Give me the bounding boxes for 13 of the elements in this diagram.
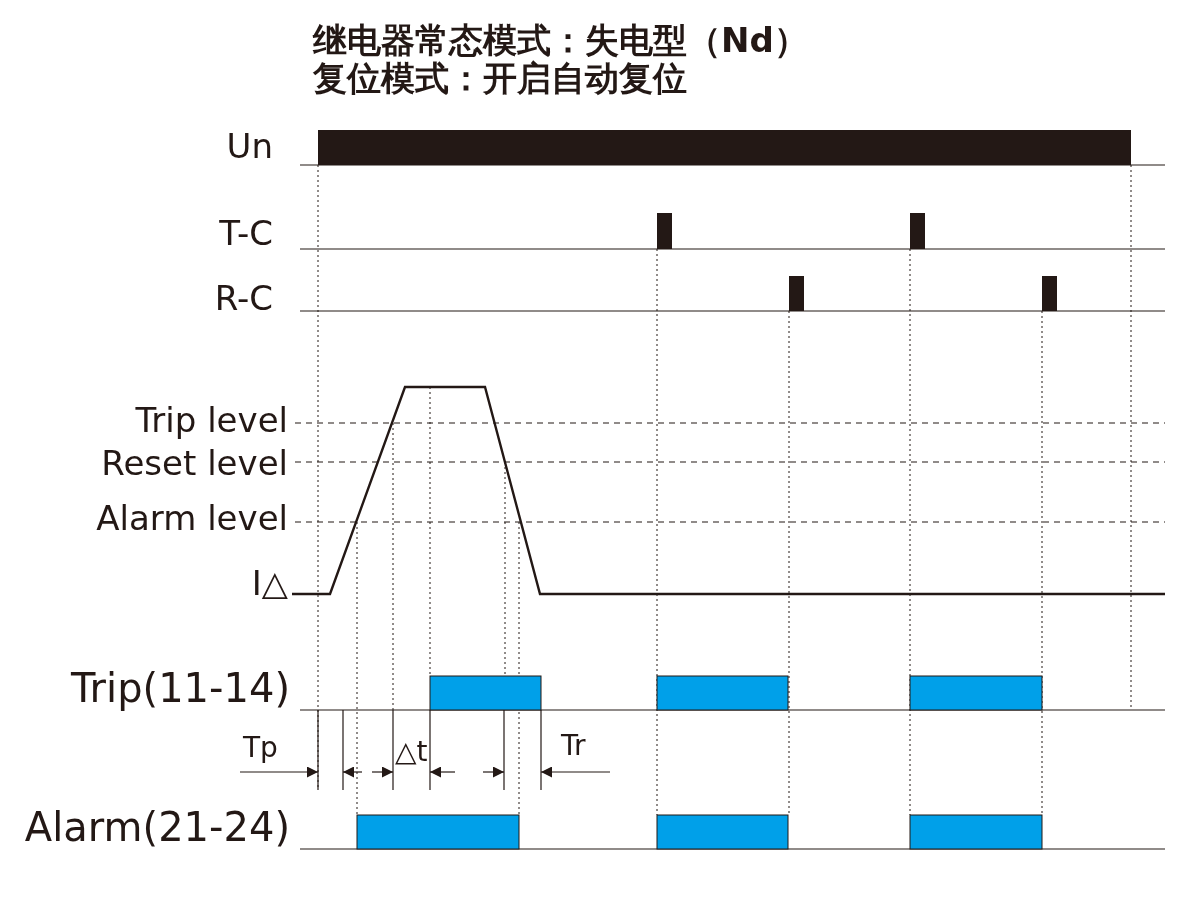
subtitle: 复位模式：开启自动复位 xyxy=(313,61,687,95)
level-label: Trip level xyxy=(135,403,288,437)
signal-label: T-C xyxy=(219,216,273,250)
time-label: Tp xyxy=(243,734,278,762)
signal-label: R-C xyxy=(214,281,273,315)
time-label: △t xyxy=(395,738,428,766)
level-label: Reset level xyxy=(101,446,288,480)
signal-label: I△ xyxy=(251,566,288,600)
level-label: Alarm level xyxy=(96,501,288,535)
signal-label: Un xyxy=(226,129,273,163)
output-label: Alarm(21-24) xyxy=(24,807,290,847)
diagram-title: 继电器常态模式：失电型（Nd） xyxy=(313,23,808,57)
time-label: Tr xyxy=(561,732,586,760)
